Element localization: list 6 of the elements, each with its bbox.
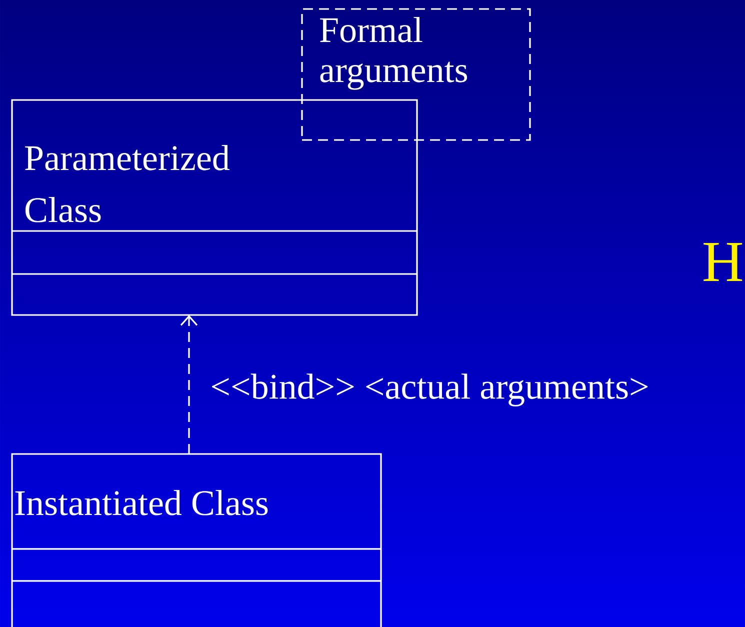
class-box: Parameterized Class — [11, 99, 418, 316]
template-parameter-box: Formal arguments — [301, 8, 531, 141]
class-box: Instantiated Class — [11, 453, 382, 627]
dependency-arrow — [180, 314, 198, 454]
heading-text: H — [704, 243, 742, 281]
edge-label: <<bind>> <actual arguments> — [212, 374, 648, 406]
